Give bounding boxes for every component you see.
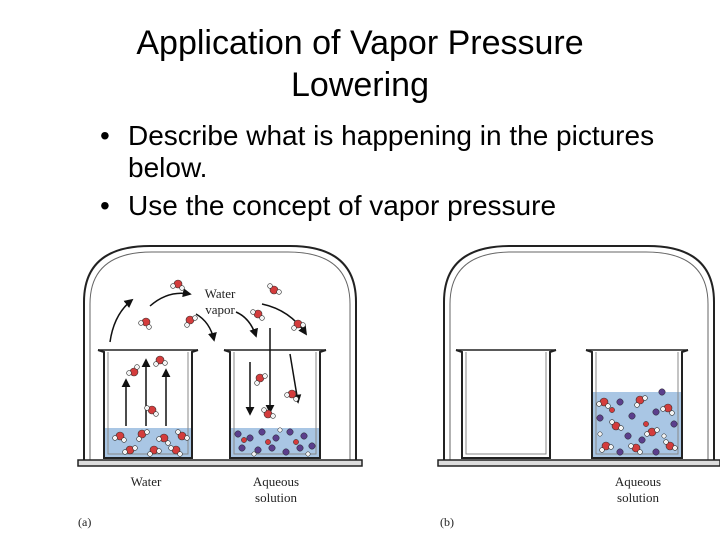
water-molecules (112, 429, 190, 457)
panel-b-label: (b) (440, 515, 454, 529)
vapor-pressure-figure: Water vapor Water Aqueous solution (a) (0, 242, 720, 540)
arrow-curve (235, 311, 258, 338)
beaker-empty (455, 349, 557, 459)
solution-label-a-2: solution (255, 490, 297, 505)
figure-svg: Water vapor Water Aqueous solution (a) (77, 245, 720, 529)
bullet-text-1: Describe what is happening in the pictur… (128, 120, 655, 183)
vapor-label-1: Water (205, 286, 236, 301)
bullet-dot-icon: • (100, 190, 110, 221)
panel-a-label: (a) (78, 515, 91, 529)
vapor-molecules-a (126, 279, 306, 419)
bell-jar-b (443, 245, 715, 464)
panel-b: Aqueous solution (b) (437, 245, 720, 529)
arrow-down (289, 353, 302, 404)
bullet-text-2: Use the concept of vapor pressure (128, 190, 557, 221)
bell-jar-a (83, 245, 357, 464)
bullet-item: • Describe what is happening in the pictu… (100, 120, 700, 184)
arrow-curve (261, 303, 307, 336)
arrow-curve (149, 288, 192, 307)
base-plate-b (437, 459, 720, 467)
title-line-2: Lowering (291, 66, 429, 104)
beaker-solution-a (223, 349, 327, 459)
slide-title: Application of Vapor Pressure Lowering (0, 22, 720, 106)
solution-label-b-1: Aqueous (615, 474, 661, 489)
solution-label-a-1: Aqueous (253, 474, 299, 489)
vapor-label-2: vapor (205, 302, 235, 317)
base-plate-a (77, 459, 363, 467)
solution-label-b-2: solution (617, 490, 659, 505)
bullet-item: • Use the concept of vapor pressure (100, 190, 700, 222)
solution-particles-a (234, 427, 316, 457)
beaker-water (97, 349, 199, 459)
solution-particles-b (596, 388, 678, 456)
water-beaker-label: Water (131, 474, 162, 489)
arrow-curve (195, 313, 217, 342)
title-line-1: Application of Vapor Pressure (136, 24, 584, 62)
arrow-curve (109, 298, 134, 343)
bullet-list: • Describe what is happening in the pictu… (100, 120, 700, 228)
panel-a: Water vapor Water Aqueous solution (a) (77, 245, 363, 529)
bullet-dot-icon: • (100, 120, 110, 151)
